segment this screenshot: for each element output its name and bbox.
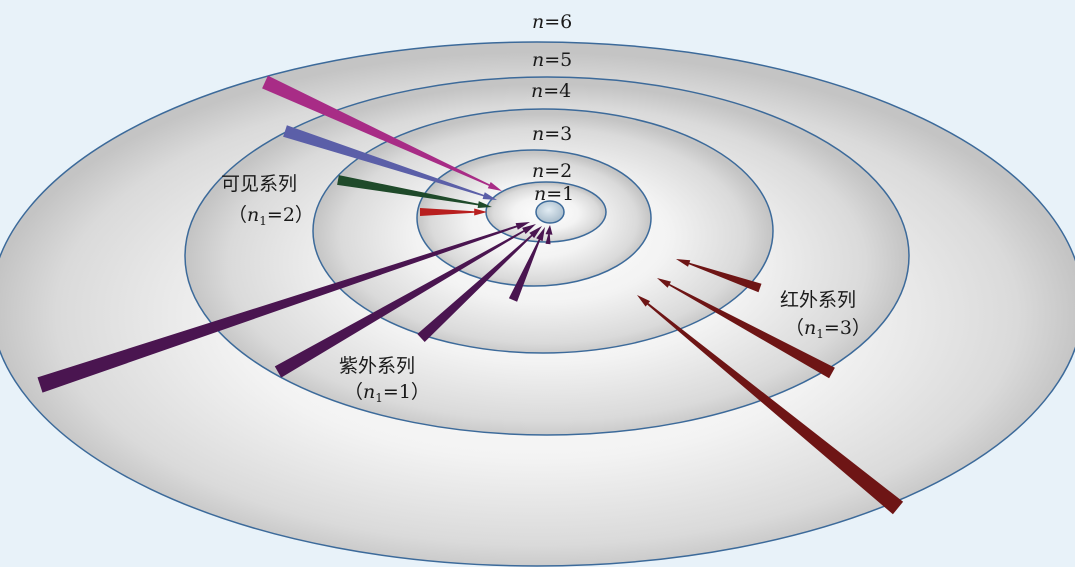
level-label-n3: n=3 — [532, 123, 572, 145]
arrow-balmer-6-2 — [262, 75, 502, 191]
arrow-lyman-6-1 — [37, 222, 530, 393]
visible-series-name: 可见系列 — [221, 173, 297, 195]
visible-series-condition: （n1=2） — [228, 204, 314, 228]
arrow-lyman-3-1 — [508, 227, 545, 302]
infrared-series-name: 红外系列 — [780, 289, 856, 311]
arrow-balmer-5-2 — [283, 125, 497, 200]
level-label-n2: n=2 — [532, 160, 572, 182]
transition-arrows — [37, 75, 904, 515]
orbit-group — [0, 41, 1075, 567]
arrow-lyman-4-1 — [417, 226, 542, 342]
arrow-paschen-4-3 — [676, 259, 762, 293]
series-labels: 可见系列 （n1=2） 紫外系列 （n1=1） 红外系列 （n1=3） — [221, 173, 871, 405]
arrow-balmer-3-2 — [420, 208, 487, 216]
nucleus — [535, 200, 565, 224]
arrow-lyman-2-1 — [545, 225, 553, 245]
infrared-series-condition: （n1=3） — [785, 317, 871, 341]
ultraviolet-series-condition: （n1=1） — [344, 381, 430, 405]
arrow-paschen-6-3 — [637, 295, 904, 515]
level-labels: n=1 n=2 n=3 n=4 n=5 n=6 — [531, 11, 574, 205]
arrow-lyman-5-1 — [274, 224, 536, 378]
arrow-balmer-4-2 — [337, 175, 492, 208]
level-label-n6: n=6 — [532, 11, 572, 33]
level-label-n4: n=4 — [531, 80, 571, 102]
level-label-n5: n=5 — [532, 49, 572, 71]
level-label-n1: n=1 — [534, 183, 574, 205]
arrow-paschen-5-3 — [657, 278, 835, 379]
ultraviolet-series-name: 紫外系列 — [339, 355, 415, 377]
